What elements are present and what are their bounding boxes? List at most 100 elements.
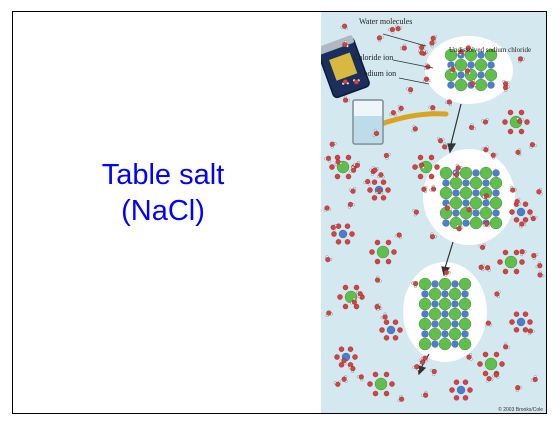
sodium-ion — [451, 340, 459, 348]
water-molecule — [421, 390, 429, 398]
arrow-1-head — [447, 143, 457, 154]
chloride-ion — [469, 196, 483, 210]
water-oxygen — [462, 394, 469, 401]
water-molecule — [481, 145, 489, 153]
water-oxygen — [482, 370, 489, 377]
water-oxygen — [453, 172, 460, 178]
water-oxygen — [345, 154, 352, 161]
sodium-ion — [492, 189, 500, 197]
water-oxygen — [527, 328, 534, 334]
water-oxygen — [518, 109, 525, 116]
water-oxygen — [453, 394, 460, 401]
water-molecule — [530, 375, 538, 383]
title-line-1: Table salt — [101, 159, 225, 191]
water-oxygen — [367, 187, 373, 193]
chloride-ion — [418, 297, 432, 311]
water-oxygen — [464, 68, 471, 74]
water-molecule — [329, 141, 337, 149]
water-molecule — [464, 66, 472, 75]
chloride-ion — [454, 78, 468, 92]
water-molecule — [377, 172, 385, 179]
water-molecule — [356, 290, 363, 299]
chloride-ion — [479, 166, 493, 180]
water-molecule — [406, 87, 414, 95]
water-oxygen — [509, 319, 515, 325]
water-oxygen — [342, 78, 348, 85]
water-oxygen — [482, 119, 489, 125]
water-oxygen — [344, 238, 351, 245]
water-oxygen — [365, 178, 371, 185]
water-oxygen — [338, 346, 345, 353]
water-oxygen — [467, 387, 473, 393]
water-oxygen — [376, 35, 383, 41]
water-oxygen — [414, 364, 420, 370]
water-oxygen — [347, 201, 354, 208]
water-molecule — [372, 129, 380, 137]
chloride-ion — [438, 297, 452, 311]
sodium-ion — [447, 81, 455, 89]
water-molecule — [466, 353, 473, 361]
water-molecule — [374, 275, 382, 283]
water-molecule — [527, 328, 535, 336]
sodium-ion — [477, 51, 485, 59]
water-oxygen — [513, 249, 520, 256]
water-molecule — [437, 137, 445, 144]
water-molecule — [341, 78, 350, 86]
label-undissolved-crystal: Undissolved sodium chloride — [449, 46, 531, 54]
chloride-ion — [459, 186, 473, 200]
water-oxygen — [390, 110, 397, 116]
water-oxygen — [530, 215, 536, 222]
sodium-ion — [451, 280, 459, 288]
sodium-ion — [472, 189, 480, 197]
sodium-ion — [452, 209, 460, 217]
sodium-ion — [487, 61, 495, 69]
water-oxygen — [335, 238, 342, 245]
arrow-2 — [444, 241, 454, 269]
water-molecule — [515, 148, 522, 157]
water-molecule — [348, 365, 356, 373]
water-oxygen — [347, 346, 354, 353]
water-molecule — [389, 110, 397, 117]
chloride-ion — [376, 245, 390, 259]
sodium-ion — [462, 219, 470, 227]
water-oxygen — [423, 76, 430, 82]
water-molecule — [449, 66, 456, 74]
water-oxygen — [484, 220, 490, 227]
water-molecule — [453, 170, 460, 179]
water-molecule — [482, 220, 491, 228]
water-molecule — [375, 188, 384, 195]
water-oxygen — [376, 188, 383, 194]
label-water-molecules: Water molecules — [359, 17, 412, 26]
water-oxygen — [529, 142, 536, 148]
water-molecule — [340, 23, 348, 30]
water-molecule — [469, 79, 477, 87]
water-oxygen — [334, 154, 341, 161]
water-molecule — [519, 249, 527, 257]
water-molecule — [352, 78, 361, 85]
water-molecule — [478, 243, 486, 251]
water-molecule — [363, 178, 371, 186]
water-oxygen — [371, 179, 378, 186]
water-oxygen — [466, 206, 472, 213]
water-molecule — [353, 161, 361, 168]
water-molecule — [380, 312, 388, 320]
water-oxygen — [422, 392, 429, 398]
chloride-ion — [479, 206, 493, 220]
sodium-ion — [442, 179, 450, 187]
water-molecule — [412, 208, 420, 217]
water-molecule — [481, 118, 489, 125]
chloride-ion — [374, 377, 388, 391]
water-oxygen — [380, 179, 387, 186]
chloride-ion — [484, 68, 498, 82]
water-oxygen — [537, 272, 543, 278]
water-oxygen — [392, 334, 399, 341]
water-oxygen — [502, 344, 509, 350]
sodium-ion — [441, 290, 449, 298]
sodium-ion — [421, 310, 429, 318]
water-molecule — [399, 43, 407, 51]
water-oxygen — [514, 198, 520, 205]
water-molecule — [339, 358, 347, 366]
water-oxygen — [483, 193, 490, 199]
sodium-ion — [492, 209, 500, 217]
water-oxygen — [354, 162, 361, 168]
